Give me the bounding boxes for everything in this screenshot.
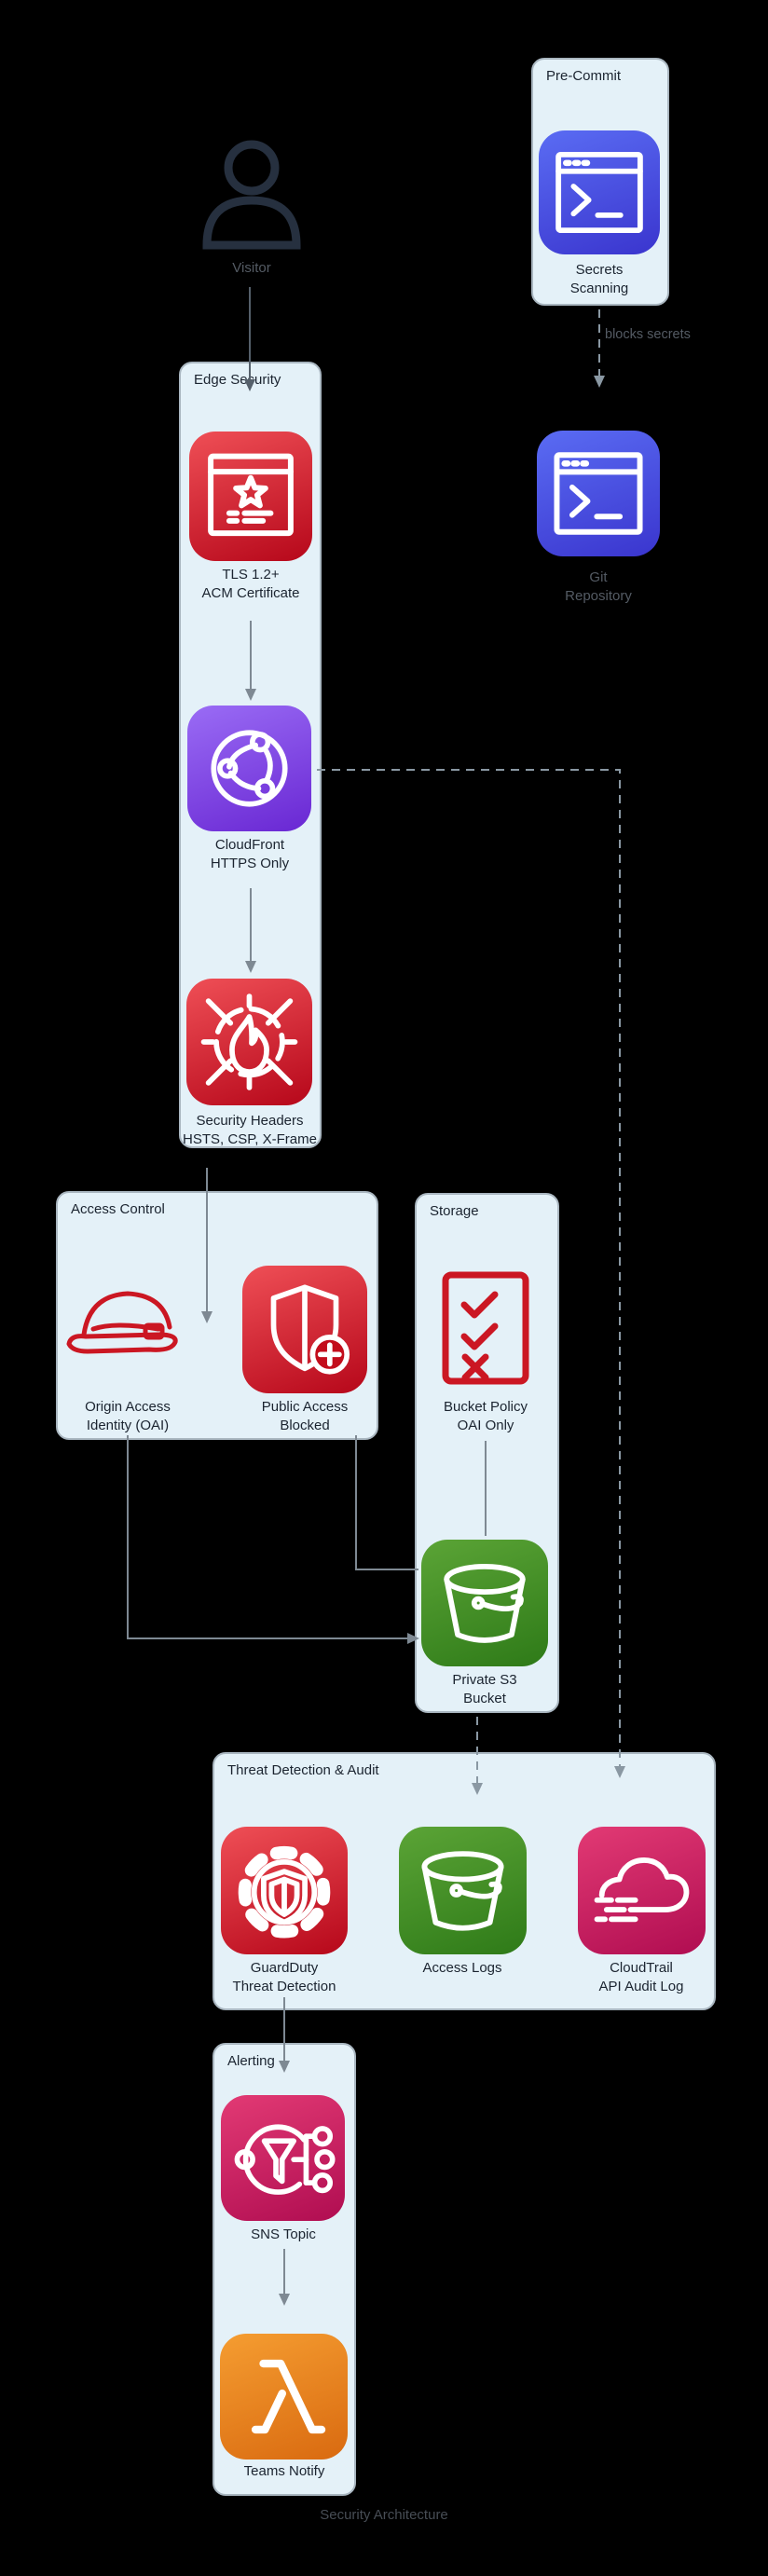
edge-label-blocks-secrets: blocks secrets — [605, 327, 691, 342]
guardduty-label: GuardDuty Threat Detection — [232, 1960, 336, 1995]
git-repository-label: Git Repository — [565, 569, 632, 605]
cdn-globe-icon-cloudfront — [187, 706, 311, 831]
s3-label: Private S3 Bucket — [452, 1672, 517, 1707]
oai-label: Origin Access Identity (OAI) — [85, 1399, 171, 1434]
public-access-label: Public Access Blocked — [261, 1399, 349, 1434]
visitor-label: Visitor — [232, 260, 271, 276]
acm-label: TLS 1.2+ ACM Certificate — [201, 567, 300, 602]
group-storage-title: Storage — [430, 1203, 479, 1219]
shield-plus-icon-public-access — [242, 1266, 367, 1393]
bucket-icon-s3 — [421, 1540, 548, 1666]
group-alerting-title: Alerting — [227, 2053, 275, 2069]
secrets-scanning-label: Secrets Scanning — [569, 262, 629, 297]
lambda-label: Teams Notify — [243, 2463, 325, 2479]
person-icon — [191, 132, 312, 258]
bucket-icon-access-logs — [399, 1827, 527, 1954]
bucket-policy-label: Bucket Policy OAI Only — [443, 1399, 528, 1434]
group-pre-commit-title: Pre-Commit — [546, 68, 622, 84]
diagram-caption: Security Architecture — [320, 2507, 448, 2523]
sns-fanout-icon — [221, 2095, 345, 2221]
group-edge-security-title: Edge Security — [194, 372, 281, 388]
guardduty-gear-shield-icon — [221, 1827, 348, 1954]
cloudtrail-label: CloudTrail API Audit Log — [598, 1960, 684, 1995]
cloudtrail-cloud-icon — [578, 1827, 706, 1954]
group-access-control-title: Access Control — [71, 1201, 165, 1217]
edge-public-access-to-s3 — [355, 1435, 418, 1570]
firewall-flame-icon-security-headers — [186, 979, 312, 1105]
security-headers-label: Security Headers HSTS, CSP, X-Frame — [183, 1113, 317, 1148]
access-logs-label: Access Logs — [422, 1960, 502, 1976]
certificate-icon-acm — [189, 432, 312, 561]
helmet-icon-oai — [62, 1267, 194, 1372]
cloudfront-label: CloudFront HTTPS Only — [210, 837, 290, 872]
sns-label: SNS Topic — [251, 2227, 316, 2242]
terminal-icon-secrets-scanning — [539, 130, 660, 254]
terminal-icon-git-repository — [537, 431, 660, 556]
lambda-icon — [220, 2334, 348, 2460]
group-threat-detection-audit-title: Threat Detection & Audit — [227, 1762, 379, 1778]
edge-oai-to-s3 — [127, 1435, 419, 1644]
checklist-icon-bucket-policy — [436, 1267, 535, 1389]
